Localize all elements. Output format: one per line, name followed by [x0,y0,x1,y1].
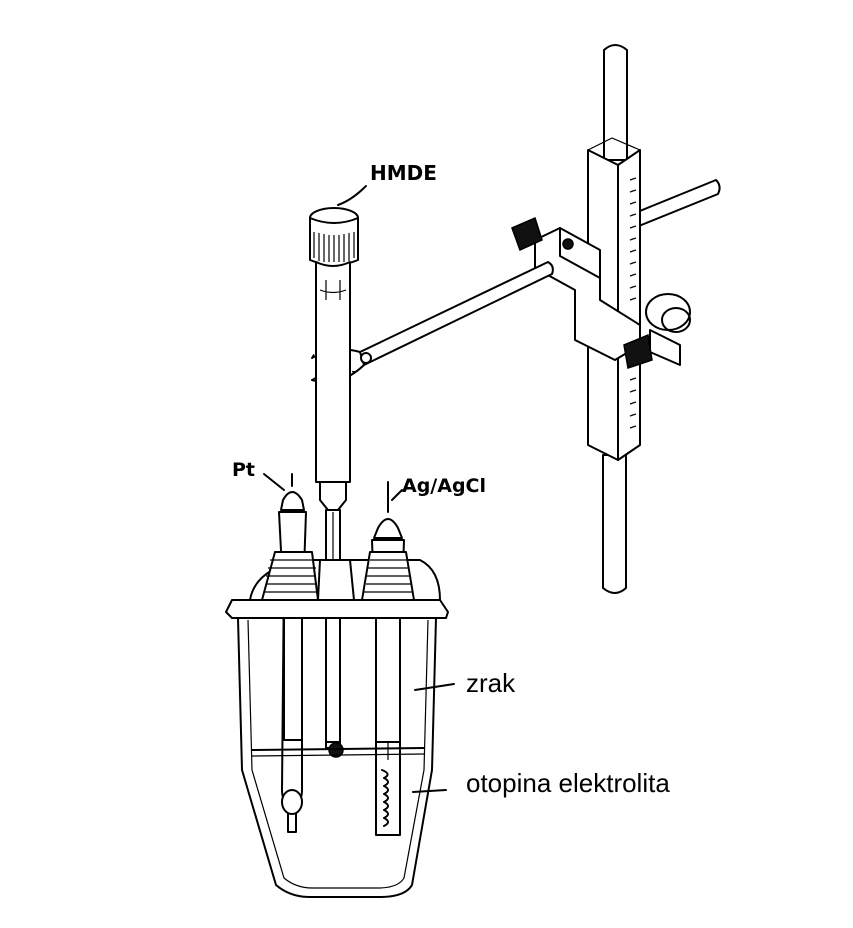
zrak-label: zrak [466,668,516,698]
hmde-label: HMDE [370,161,437,185]
lab-stand [311,44,721,594]
otopina-label: otopina elektrolita [466,768,670,798]
pt-label: Pt [232,459,255,481]
scale-ticks [629,177,637,429]
ag-agcl-label: Ag/AgCl [402,475,486,497]
leader-lines [263,185,455,793]
cell-vessel [225,551,449,898]
